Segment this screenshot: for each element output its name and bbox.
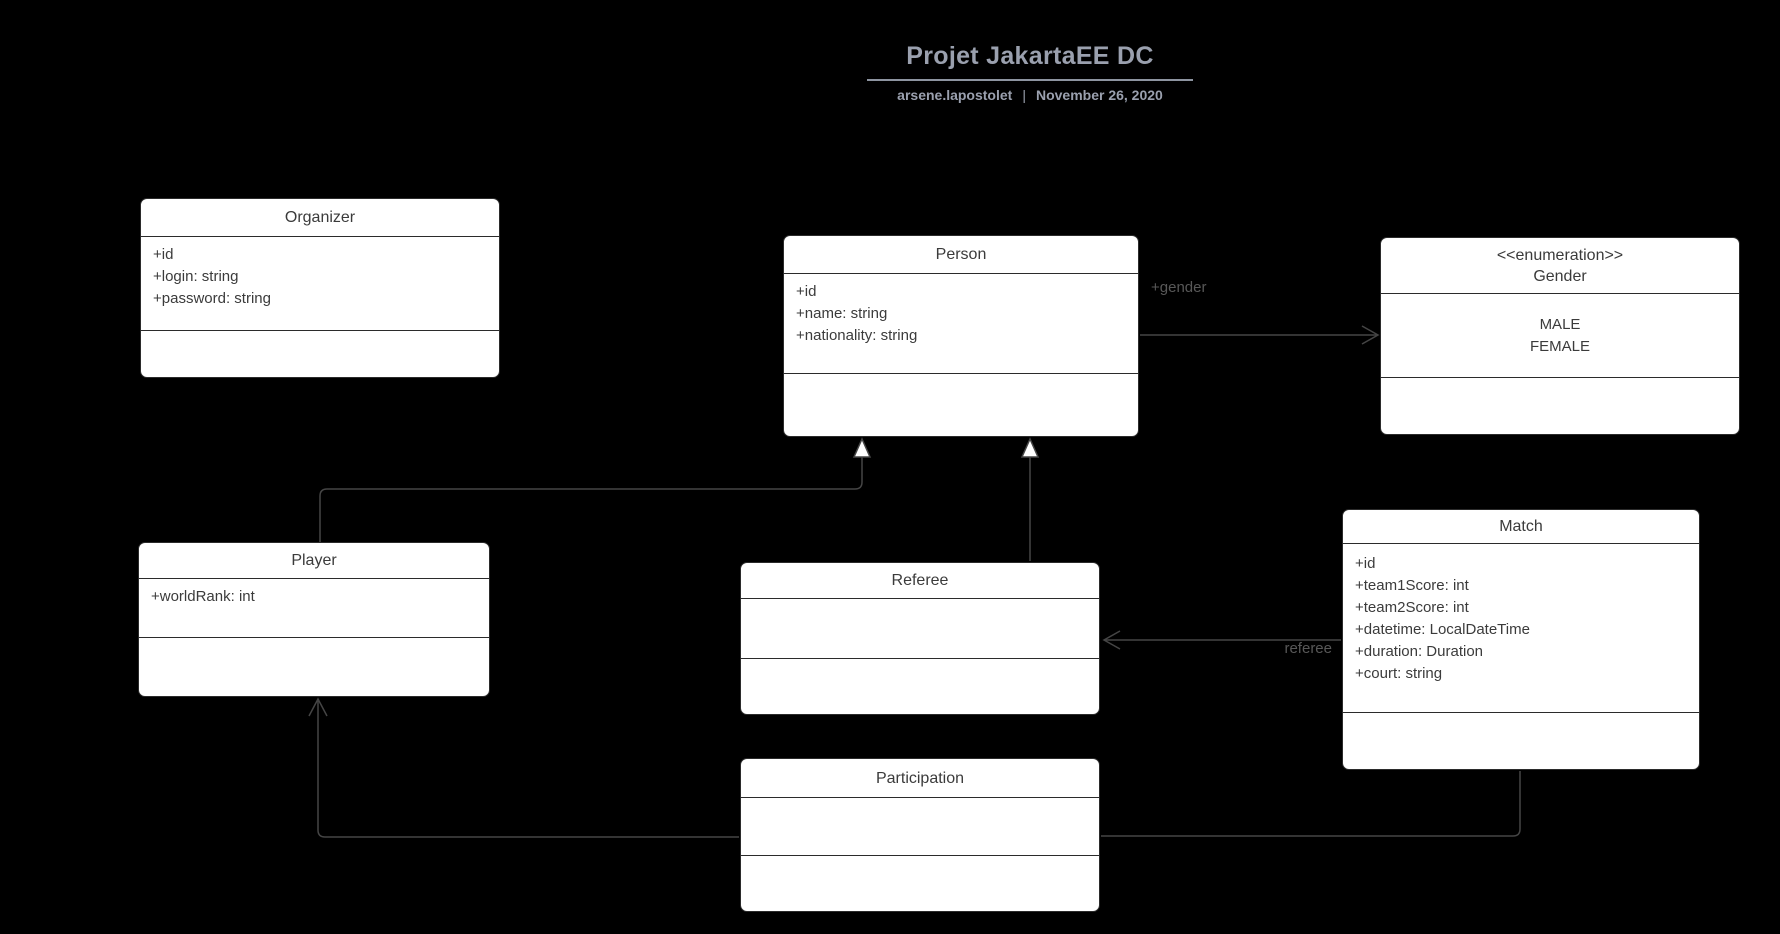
edge-player-person [319, 457, 863, 542]
member-line: +id [1355, 555, 1376, 572]
enum-values-section: MALE FEMALE [1381, 294, 1739, 378]
class-title: Match [1343, 510, 1699, 544]
member-line: MALE [1539, 315, 1581, 333]
diagram-title: Projet JakartaEE DC [906, 42, 1154, 70]
methods-section [741, 659, 1099, 714]
methods-section [741, 856, 1099, 911]
class-box-referee: Referee [740, 562, 1100, 715]
class-title: <<enumeration>> Gender [1381, 238, 1739, 294]
class-box-player: Player +worldRank: int [138, 542, 490, 697]
author-name: arsene.lapostolet [897, 87, 1013, 103]
attributes-section: +id +name: string +nationality: string [784, 274, 1138, 374]
member-line: +id [153, 246, 174, 263]
member-line: +team1Score: int [1355, 577, 1469, 594]
diagram-date: November 26, 2020 [1035, 87, 1163, 103]
class-box-participation: Participation [740, 758, 1100, 912]
member-line: +duration: Duration [1355, 643, 1483, 660]
diagram-header: Projet JakartaEE DC arsene.lapostolet | No… [867, 42, 1193, 103]
member-line: +team2Score: int [1355, 599, 1469, 616]
edge-participation-match [1101, 771, 1521, 837]
member-line: +password: string [153, 290, 271, 307]
edge-participation-player [317, 701, 739, 838]
class-name-participation: Participation [875, 769, 965, 787]
attributes-section: +worldRank: int [139, 579, 489, 638]
open-arrowhead-gender [1361, 325, 1380, 345]
generalization-arrowhead-referee [1020, 437, 1040, 458]
class-box-organizer: Organizer +id +login: string +password: st… [140, 198, 500, 378]
class-title: Player [139, 543, 489, 579]
stereotype-label: <<enumeration>> [1496, 246, 1624, 264]
class-title: Organizer [141, 199, 499, 237]
member-line: FEMALE [1529, 337, 1590, 355]
open-arrowhead-player [308, 697, 328, 717]
class-name-match: Match [1499, 518, 1543, 535]
member-line: +datetime: LocalDateTime [1355, 621, 1530, 638]
methods-section [784, 374, 1138, 436]
diagram-subtitle: arsene.lapostolet | November 26, 2020 [867, 87, 1193, 103]
class-box-gender: <<enumeration>> Gender MALE FEMALE [1380, 237, 1740, 435]
class-name-organizer: Organizer [284, 209, 356, 226]
class-title: Person [784, 236, 1138, 274]
generalization-arrowhead-player [852, 437, 872, 458]
class-box-person: Person +id +name: string +nationality: str… [783, 235, 1139, 437]
member-line: +nationality: string [796, 327, 918, 344]
class-name-gender: Gender [1533, 267, 1587, 285]
edge-label-referee: referee [1284, 640, 1332, 657]
methods-section [1343, 713, 1699, 769]
edge-label-gender: +gender [1151, 279, 1207, 296]
member-line: +name: string [796, 305, 888, 322]
member-line: +login: string [153, 268, 239, 285]
member-line: +worldRank: int [151, 588, 255, 605]
member-line: +id [796, 283, 817, 300]
subtitle-divider: | [1022, 87, 1026, 103]
class-box-match: Match +id +team1Score: int +team2Score: in… [1342, 509, 1700, 770]
member-line: +court: string [1355, 665, 1443, 682]
attributes-section: +id +team1Score: int +team2Score: int +date… [1343, 544, 1699, 713]
class-name-referee: Referee [891, 572, 949, 589]
attributes-section [741, 798, 1099, 856]
methods-section [139, 638, 489, 696]
title-underline [867, 79, 1193, 81]
attributes-section: +id +login: string +password: string [141, 237, 499, 331]
class-title: Referee [741, 563, 1099, 599]
attributes-section [741, 599, 1099, 659]
methods-section [1381, 378, 1739, 434]
open-arrowhead-referee [1102, 630, 1121, 650]
class-name-player: Player [291, 552, 337, 569]
methods-section [141, 331, 499, 377]
class-title: Participation [741, 759, 1099, 798]
class-name-person: Person [935, 246, 987, 263]
